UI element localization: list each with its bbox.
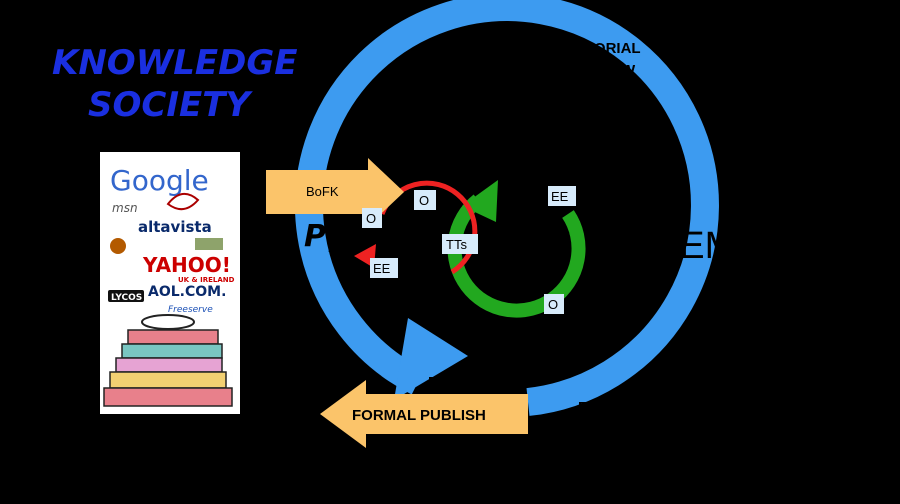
small-logo-icon bbox=[195, 238, 223, 250]
editorial-review-line-2: REVIEW bbox=[576, 62, 636, 79]
books-stack-icon bbox=[103, 314, 233, 407]
o-mark-left: O bbox=[366, 211, 376, 226]
search-engine-collage: Google msn altavista YAHOO! UK & IRELAND… bbox=[100, 152, 240, 414]
msn-logo: msn bbox=[112, 201, 138, 215]
tts-tag bbox=[442, 234, 478, 254]
pn-subscript: n bbox=[328, 237, 338, 256]
yahoo-logo: YAHOO! bbox=[142, 253, 231, 277]
freeserve-logo: Freeserve bbox=[168, 305, 213, 315]
ee-mark-top: EE bbox=[551, 189, 569, 204]
explicit-label: EXPLICIT bbox=[404, 135, 472, 152]
peer-review-line-1: PEER bbox=[790, 233, 831, 250]
o-mark-bottom: O bbox=[548, 297, 558, 312]
rework-label: REWORK bbox=[428, 374, 496, 391]
spider-icon bbox=[110, 238, 126, 254]
title-line-1: KNOWLEDGE bbox=[52, 43, 297, 83]
peer-review-line-2: REVIEW bbox=[774, 255, 834, 272]
o-tag-left bbox=[362, 208, 382, 228]
title-line-2: SOCIETY bbox=[88, 85, 253, 125]
editorial-cycle-arrow bbox=[294, 0, 719, 416]
ee-tag-top bbox=[548, 186, 576, 206]
ee-tag-left bbox=[370, 258, 398, 278]
aol-logo: AOL.COM. bbox=[148, 284, 226, 300]
ee-mark-left: EE bbox=[373, 261, 391, 276]
o-tag-bottom bbox=[544, 294, 564, 314]
altavista-swirl-icon bbox=[166, 193, 200, 211]
them-label: “THEM” bbox=[616, 225, 749, 267]
submit-label: SUBMIT bbox=[412, 155, 470, 172]
formal-publish-label: FORMAL PUBLISH bbox=[352, 407, 486, 424]
yahoo-uk-text: UK & IRELAND bbox=[178, 276, 235, 284]
altavista-logo: altavista bbox=[138, 218, 212, 236]
bofk-label: BoFK bbox=[306, 184, 339, 199]
lycos-badge bbox=[108, 290, 144, 302]
google-logo: Google bbox=[110, 164, 209, 197]
formal-publish-arrow bbox=[320, 380, 528, 448]
editorial-decision-line-1: EDITORIAL bbox=[578, 399, 659, 416]
tts-label: TTs bbox=[446, 237, 467, 252]
o-mark-top: O bbox=[419, 193, 429, 208]
pn-label: P bbox=[304, 219, 326, 254]
editorial-review-line-1: EDITORIAL bbox=[560, 40, 641, 57]
lycos-logo: LYCOS bbox=[111, 293, 142, 303]
o-tag-top bbox=[414, 190, 436, 210]
we-label: “WE” bbox=[484, 225, 571, 267]
editorial-decision-line-2: DECISION &COMMENT bbox=[532, 421, 697, 438]
